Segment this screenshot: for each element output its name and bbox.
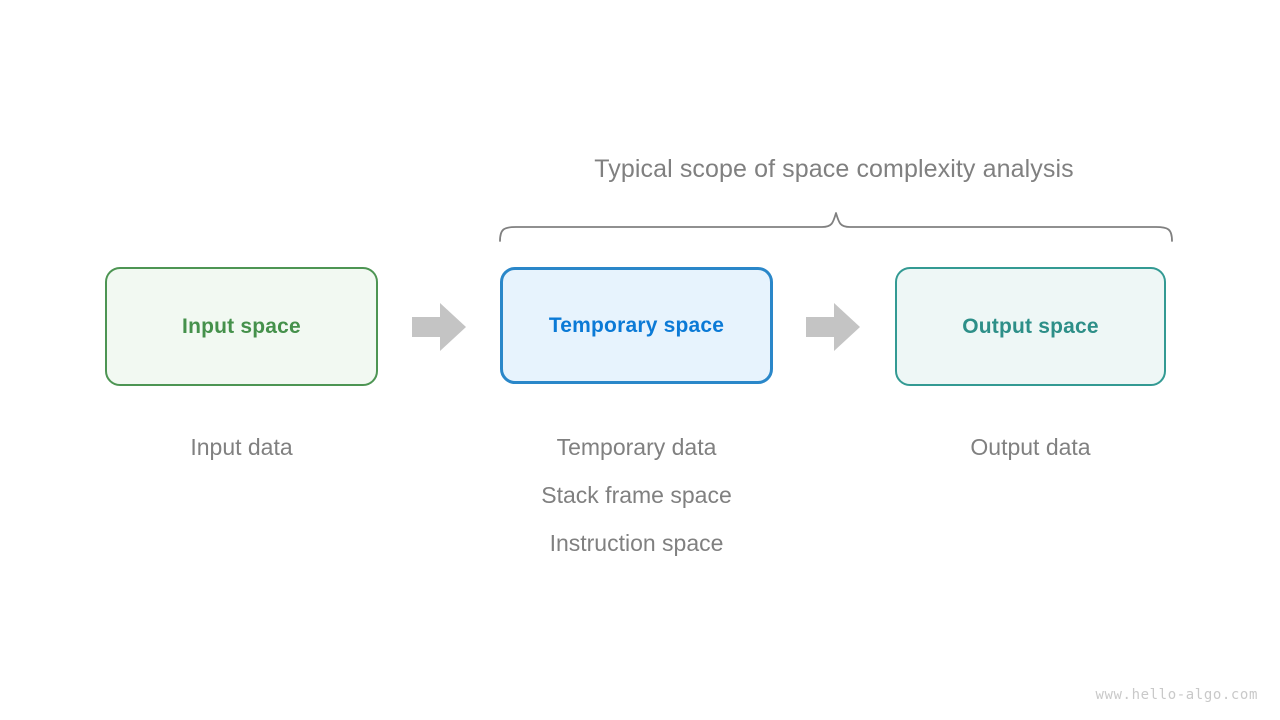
scope-title: Typical scope of space complexity analys… bbox=[594, 155, 1074, 183]
arrow-right-icon bbox=[412, 303, 466, 351]
box-input-space[interactable]: Input space bbox=[105, 267, 378, 386]
box-temporary-space[interactable]: Temporary space bbox=[500, 267, 773, 384]
arrow-input-to-temporary bbox=[410, 301, 468, 353]
watermark: www.hello-algo.com bbox=[1095, 687, 1258, 703]
caption-input: Input data bbox=[105, 423, 378, 471]
caption-temporary-line-2: Stack frame space bbox=[541, 482, 732, 508]
arrow-right-icon bbox=[806, 303, 860, 351]
caption-temporary-line-3: Instruction space bbox=[549, 530, 724, 556]
caption-output: Output data bbox=[895, 423, 1166, 471]
curly-brace-icon bbox=[499, 212, 1173, 242]
caption-temporary-line-1: Temporary data bbox=[556, 434, 717, 460]
box-output-space[interactable]: Output space bbox=[895, 267, 1166, 386]
box-input-space-label: Input space bbox=[182, 314, 301, 338]
box-output-space-label: Output space bbox=[962, 314, 1099, 338]
box-temporary-space-label: Temporary space bbox=[548, 313, 725, 337]
scope-brace bbox=[494, 205, 1178, 249]
caption-output-line-1: Output data bbox=[970, 434, 1091, 460]
caption-temporary: Temporary data Stack frame space Instruc… bbox=[500, 423, 773, 567]
caption-input-line-1: Input data bbox=[190, 434, 293, 460]
arrow-temporary-to-output bbox=[804, 301, 862, 353]
